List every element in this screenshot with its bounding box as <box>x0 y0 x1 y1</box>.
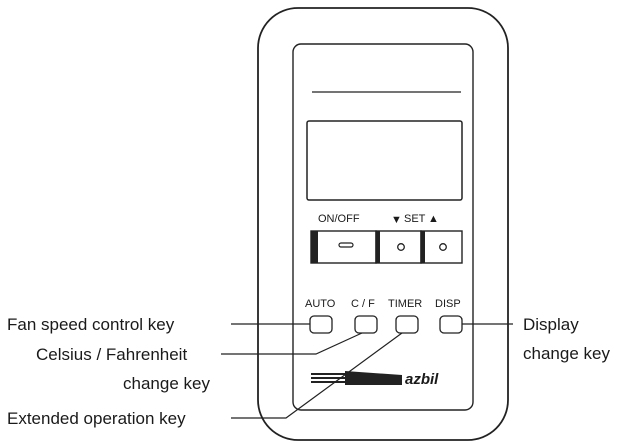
display-callout-line2: change key <box>523 344 610 363</box>
fan-speed-callout: Fan speed control key <box>7 315 175 334</box>
set-down-arrow-icon: ▼ <box>391 214 402 226</box>
cf-key-button[interactable] <box>354 315 378 334</box>
on-off-label: ON/OFF <box>318 213 360 225</box>
set-down-button[interactable] <box>375 230 422 264</box>
brand-logo: azbil <box>405 371 439 388</box>
display-callout-line1: Display <box>523 315 579 334</box>
auto-key-button[interactable] <box>309 315 333 334</box>
disp-key-button[interactable] <box>439 315 463 334</box>
timer-key-button[interactable] <box>395 315 419 334</box>
on-off-button[interactable] <box>310 230 377 264</box>
extended-leader <box>231 332 403 419</box>
celsius-callout-line2: change key <box>123 374 210 393</box>
set-up-dot-icon <box>439 243 447 251</box>
set-up-button[interactable] <box>420 230 463 264</box>
extended-callout: Extended operation key <box>7 409 186 428</box>
auto-key-label: AUTO <box>305 298 336 310</box>
controller-housing <box>257 7 509 441</box>
celsius-leader <box>221 332 363 355</box>
on-off-dash-icon <box>338 242 354 248</box>
azbil-logo-stripes-icon <box>311 371 402 385</box>
set-down-dot-icon <box>397 243 405 251</box>
controller-face-panel <box>292 43 474 411</box>
lcd-display <box>306 120 463 201</box>
disp-key-label: DISP <box>435 298 461 310</box>
timer-key-label: TIMER <box>388 298 422 310</box>
cf-key-label: C / F <box>351 298 375 310</box>
set-up-arrow-icon: ▲ <box>428 213 439 225</box>
celsius-callout-line1: Celsius / Fahrenheit <box>36 345 187 364</box>
set-label: SET <box>404 213 426 225</box>
